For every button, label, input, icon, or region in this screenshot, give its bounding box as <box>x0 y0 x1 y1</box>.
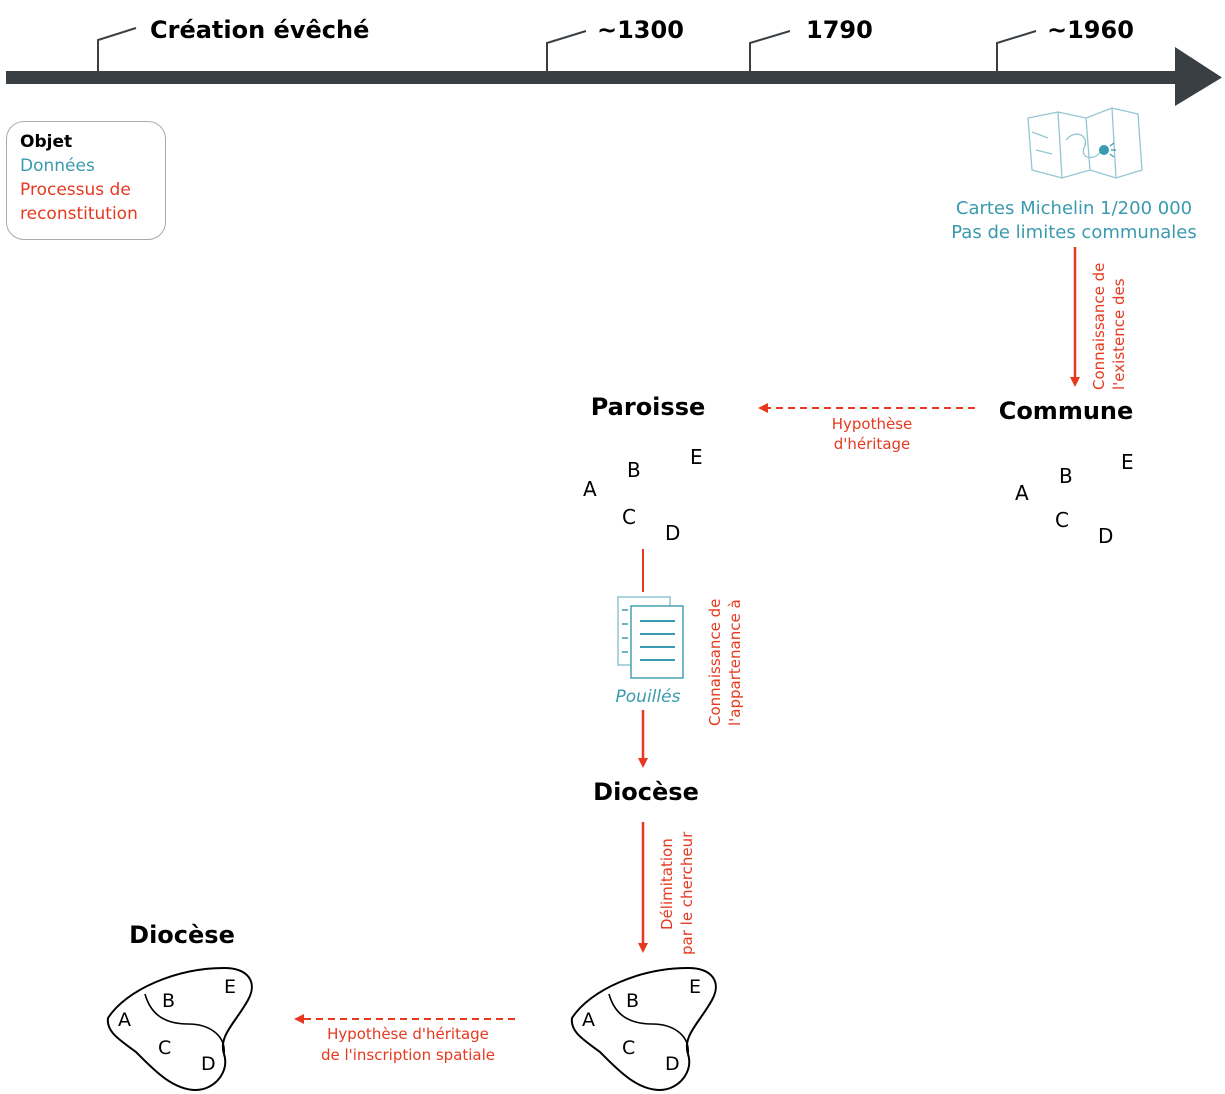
timeline-tick-1790 <box>749 30 791 71</box>
pouilles-label: Pouillés <box>616 687 681 707</box>
commune-letters: A B C D E <box>1015 450 1134 548</box>
paroisse-letters: A B C D E <box>583 445 703 545</box>
appartenance-label-2: l'appartenance à <box>726 599 744 726</box>
commune-letter-b: B <box>1059 464 1073 488</box>
map-pin-icon <box>1099 142 1116 158</box>
timeline-tick-1960 <box>996 30 1037 71</box>
paroisse-letter-c: C <box>622 505 636 529</box>
timeline-label-1300: ~1300 <box>597 16 684 44</box>
michelin-maps-label: Cartes Michelin 1/200 000 <box>956 198 1192 219</box>
map-right-letter-e: E <box>689 976 701 998</box>
timeline: Création évêché ~1300 1790 ~1960 <box>6 16 1222 106</box>
commune-letter-a: A <box>1015 481 1029 505</box>
diocese-left-title: Diocèse <box>129 921 235 949</box>
legend-process: Processus de reconstitution <box>20 180 138 224</box>
commune-title: Commune <box>999 397 1134 425</box>
commune-letter-c: C <box>1055 508 1069 532</box>
map-left-letter-b: B <box>162 990 175 1012</box>
legend: Objet Données Processus de reconstitutio… <box>6 121 166 240</box>
commune-letter-e: E <box>1121 450 1134 474</box>
timeline-tick-1300 <box>546 30 587 71</box>
timeline-tick-creation <box>97 27 137 71</box>
existence-label-1: Connaissance de <box>1090 263 1108 390</box>
paroisse-letter-b: B <box>627 458 641 482</box>
folded-map-icon <box>1027 107 1143 179</box>
delimitation-label-1: Délimitation <box>658 838 676 930</box>
documents-icon <box>617 596 684 679</box>
legend-object: Objet <box>20 132 73 152</box>
map-left-letter-a: A <box>118 1009 131 1031</box>
spatial-hypothesis-label-1: Hypothèse d'héritage <box>327 1025 489 1043</box>
timeline-arrowhead <box>1175 47 1222 106</box>
spatial-hypothesis-label-2: de l'inscription spatiale <box>321 1046 495 1064</box>
existence-label-2: l'existence des <box>1110 278 1128 390</box>
map-right-letter-d: D <box>665 1053 680 1075</box>
paroisse-letter-e: E <box>690 445 703 469</box>
commune-letter-d: D <box>1098 524 1113 548</box>
paroisse-letter-a: A <box>583 477 597 501</box>
map-right-letter-a: A <box>582 1009 595 1031</box>
diocese-map-left: A B C D E <box>106 966 253 1092</box>
paroisse-title: Paroisse <box>591 393 706 421</box>
no-boundaries-label: Pas de limites communales <box>951 222 1196 243</box>
map-right-letter-c: C <box>622 1037 635 1059</box>
legend-data: Données <box>20 156 95 176</box>
heritage-hypothesis-label-1: Hypothèse <box>832 415 913 433</box>
heritage-hypothesis-label-2: d'héritage <box>834 435 911 453</box>
timeline-label-1790: 1790 <box>806 16 873 44</box>
diocese-center-title: Diocèse <box>593 778 699 806</box>
timeline-label-creation: Création évêché <box>150 16 369 44</box>
timeline-bar <box>6 71 1181 84</box>
map-left-letter-d: D <box>201 1053 216 1075</box>
appartenance-label-1: Connaissance de <box>706 599 724 726</box>
paroisse-letter-d: D <box>665 521 680 545</box>
map-left-letter-e: E <box>224 976 236 998</box>
map-left-letter-c: C <box>158 1037 171 1059</box>
map-right-letter-b: B <box>626 990 639 1012</box>
delimitation-label-2: par le chercheur <box>678 831 696 955</box>
timeline-label-1960: ~1960 <box>1047 16 1134 44</box>
diocese-map-right: A B C D E <box>570 966 717 1092</box>
